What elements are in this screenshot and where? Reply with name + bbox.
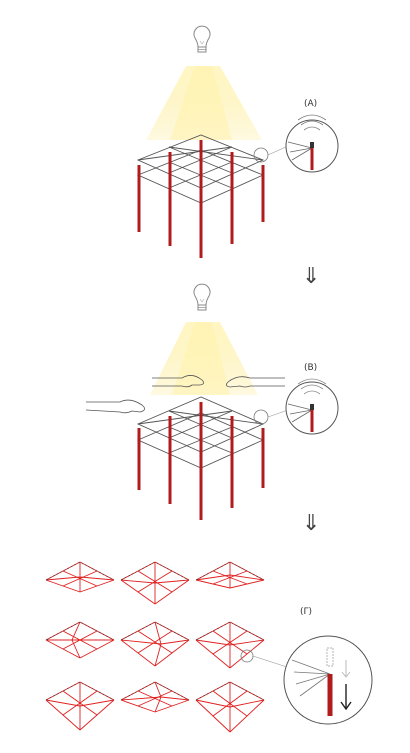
fold-edge bbox=[195, 639, 231, 646]
fold-edge bbox=[229, 639, 265, 646]
fold-edge bbox=[137, 690, 173, 707]
flat-reference-outline bbox=[45, 621, 115, 641]
fold-variant-8 bbox=[120, 681, 190, 713]
fold-edge bbox=[212, 570, 248, 585]
fold-variant-5 bbox=[120, 621, 190, 667]
fold-edge bbox=[160, 696, 190, 701]
hand-center bbox=[152, 375, 204, 388]
fold-edge bbox=[120, 639, 162, 645]
hand-right bbox=[226, 376, 285, 388]
detail-marker bbox=[253, 409, 269, 425]
fold-edge bbox=[154, 643, 162, 667]
fold-edge bbox=[62, 630, 98, 650]
fold-variant-4 bbox=[45, 621, 115, 659]
actuator-rods bbox=[137, 402, 265, 520]
fold-edge bbox=[45, 699, 81, 707]
fold-edge bbox=[137, 570, 173, 593]
fold-edge bbox=[229, 574, 265, 581]
fold-edge bbox=[120, 579, 156, 584]
panel-label-gamma: (Γ) bbox=[300, 607, 312, 617]
flat-reference-outline bbox=[120, 561, 190, 581]
fold-edge bbox=[137, 630, 173, 654]
detail-marker bbox=[240, 649, 254, 663]
actuator-rods bbox=[137, 140, 265, 258]
flat-reference-outline bbox=[45, 561, 115, 581]
fold-edge bbox=[195, 574, 231, 581]
transition-arrow-1: ⇓ bbox=[302, 264, 320, 289]
transition-arrow-2: ⇓ bbox=[302, 511, 320, 536]
fold-edge bbox=[195, 699, 231, 708]
fold-variant-2 bbox=[120, 561, 190, 605]
fold-edge bbox=[160, 639, 190, 645]
panel-gamma-detail bbox=[283, 635, 373, 725]
fold-edge bbox=[154, 681, 162, 698]
hand-left bbox=[85, 399, 145, 414]
fold-edge bbox=[154, 621, 162, 645]
panel-gamma bbox=[45, 561, 265, 733]
fold-edge bbox=[120, 696, 162, 701]
sensor-waves-icon bbox=[297, 378, 327, 395]
flat-reference-outline bbox=[120, 681, 190, 701]
panel-label-a: (A) bbox=[304, 99, 317, 109]
flat-reference-outline bbox=[195, 681, 265, 701]
panel-b: (B) bbox=[85, 283, 339, 520]
fold-edge bbox=[212, 630, 248, 655]
arrow-down-icon bbox=[340, 660, 352, 711]
flat-reference-outline bbox=[195, 621, 265, 641]
fold-edge bbox=[79, 576, 115, 581]
sensor-waves-icon bbox=[297, 114, 327, 131]
fold-variant-3 bbox=[195, 561, 265, 589]
fold-edge bbox=[212, 690, 248, 717]
fold-edge bbox=[154, 696, 162, 713]
fold-edge bbox=[71, 621, 81, 641]
flat-reference-outline bbox=[120, 621, 190, 641]
light-bulb-icon bbox=[193, 25, 211, 53]
fold-edge bbox=[154, 579, 190, 584]
fold-edge bbox=[71, 639, 81, 659]
panel-a: (A) bbox=[136, 25, 339, 258]
fold-edge bbox=[229, 699, 265, 708]
fold-edge bbox=[79, 699, 115, 707]
fold-edge bbox=[45, 576, 81, 581]
fold-variant-6 bbox=[195, 621, 265, 669]
fold-edge bbox=[62, 570, 98, 587]
flat-reference-outline bbox=[45, 681, 115, 701]
fold-variant-1 bbox=[45, 561, 115, 593]
fold-variant-7 bbox=[45, 681, 115, 731]
fold-edge bbox=[62, 690, 98, 716]
flat-reference-outline bbox=[195, 561, 265, 581]
light-bulb-icon bbox=[193, 283, 211, 311]
fold-variant-9 bbox=[195, 681, 265, 733]
panel-label-b: (B) bbox=[304, 363, 317, 373]
